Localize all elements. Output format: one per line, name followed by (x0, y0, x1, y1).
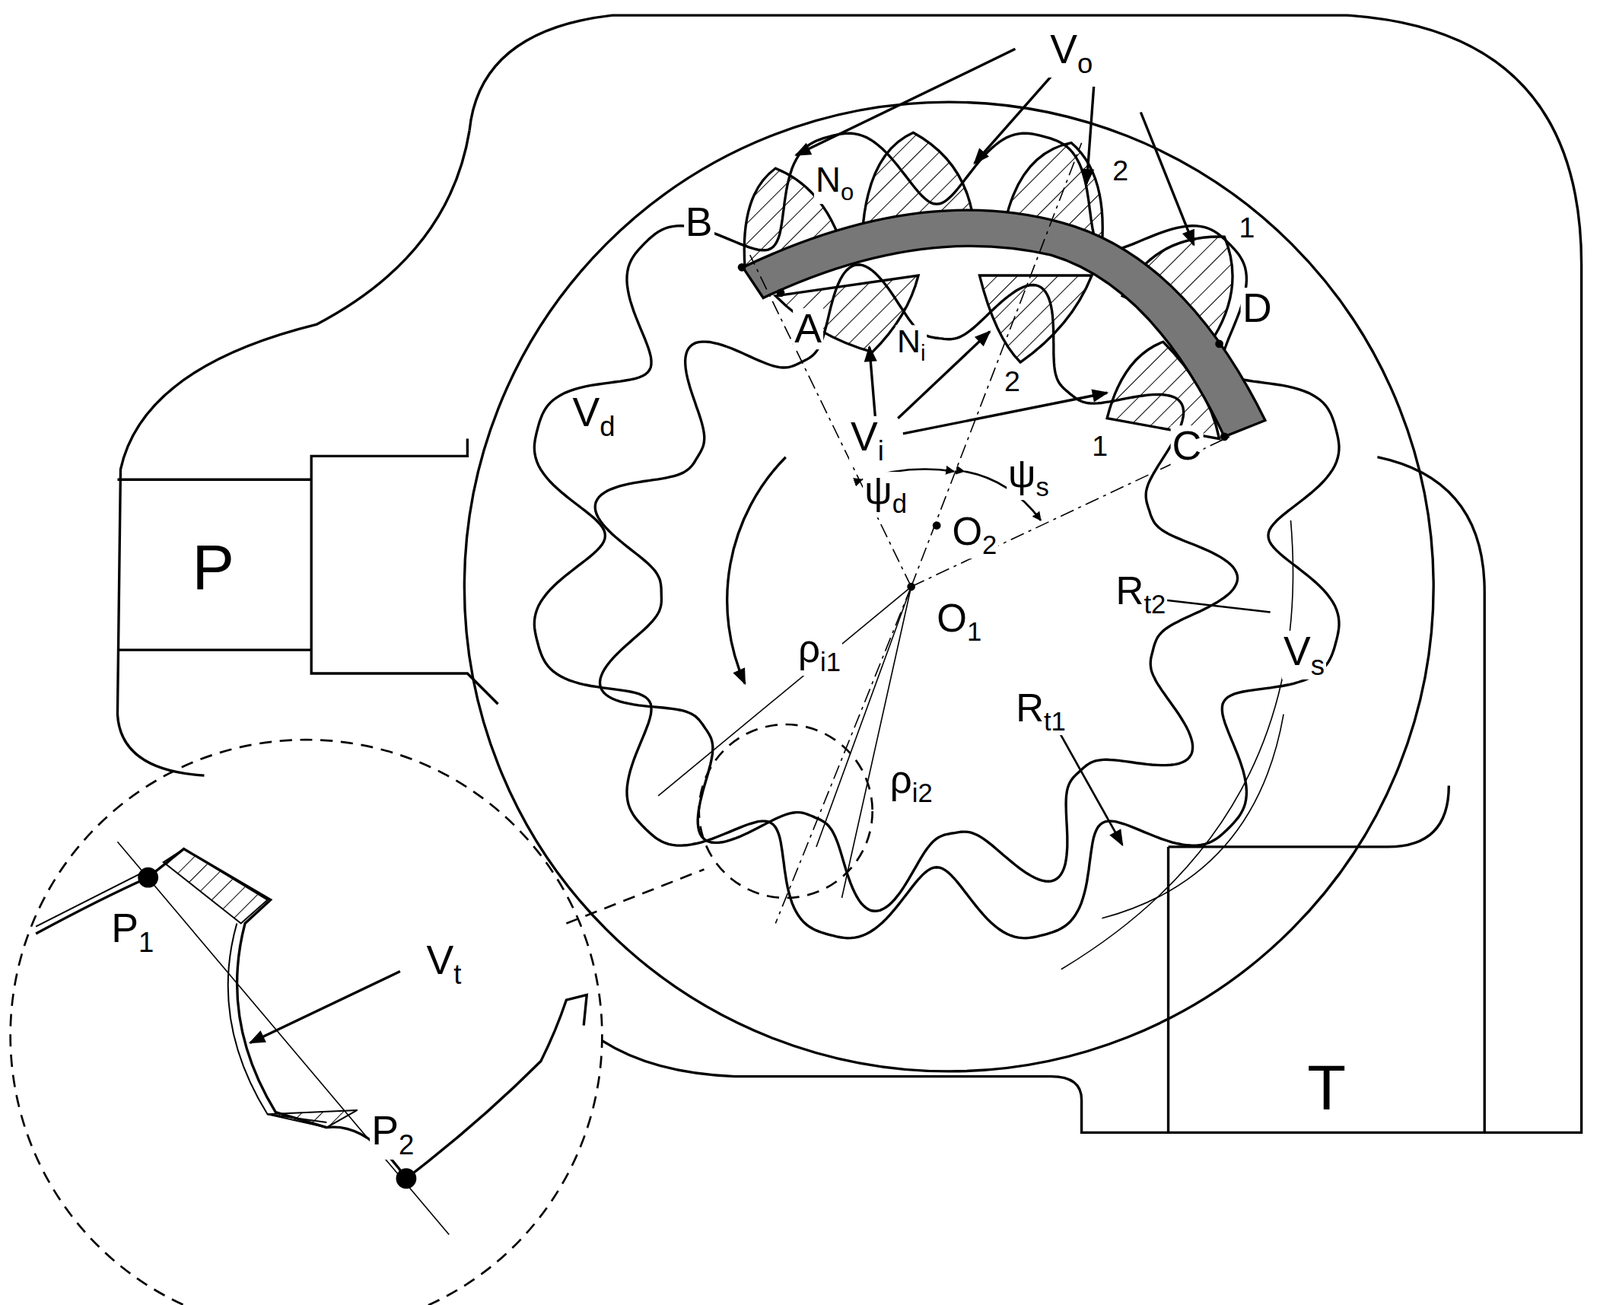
callout-label: ρi2 (888, 760, 935, 807)
callout-label: No (814, 162, 856, 204)
callout-label: Vi (849, 416, 886, 465)
callout-label: O2 (950, 512, 999, 559)
callout-label: ψd (862, 472, 909, 519)
port-box: P (117, 481, 309, 649)
callout-label: ρi1 (796, 629, 843, 676)
callout-label: O1 (935, 599, 983, 646)
callout-label: 1 (1090, 432, 1110, 462)
port-box: T (1170, 849, 1483, 1131)
callout-label: Vd (571, 391, 618, 441)
callout-label: C (1170, 425, 1203, 467)
callout-label: ψs (1006, 454, 1051, 501)
callout-label: P1 (109, 906, 156, 956)
callout-label: 2 (1110, 157, 1130, 187)
callout-label: P2 (369, 1110, 416, 1159)
callout-label: Ni (895, 325, 927, 365)
callout-label: Vs (1281, 630, 1327, 680)
callout-label: 2 (1002, 367, 1022, 397)
callout-label: Vo (1048, 28, 1095, 78)
callout-label: 1 (1237, 214, 1257, 244)
callout-label: B (683, 202, 715, 244)
callout-label: D (1240, 287, 1274, 329)
callout-label: Vt (424, 939, 463, 989)
callout-label: Rt2 (1114, 572, 1168, 618)
callout-label: A (792, 308, 824, 350)
callout-label: Rt1 (1014, 689, 1068, 735)
port-label: P (192, 535, 235, 599)
port-label: T (1307, 1056, 1346, 1120)
